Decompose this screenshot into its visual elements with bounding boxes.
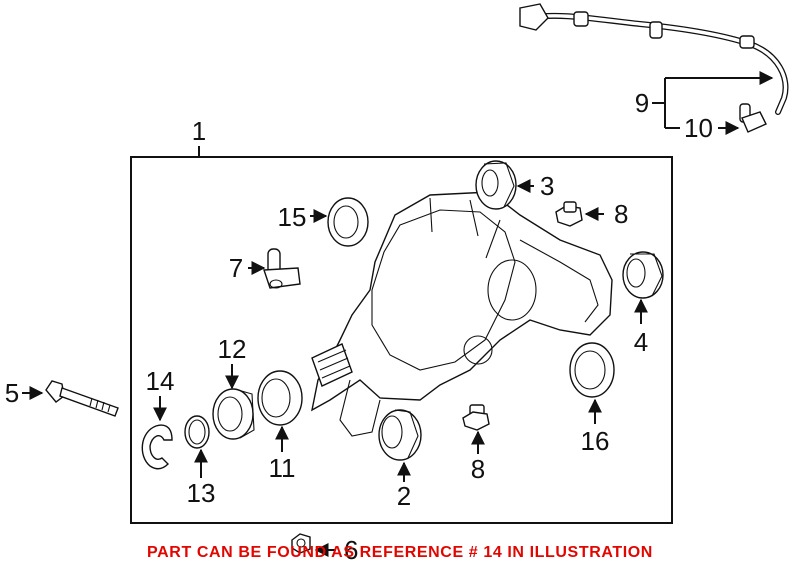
- callout-8-lower: 8: [471, 454, 485, 484]
- callout-3: 3: [540, 171, 554, 201]
- callout-11: 11: [269, 453, 296, 483]
- part-8-plug-upper: [555, 201, 583, 227]
- callout-14: 14: [146, 366, 175, 396]
- part-5-bolt: [45, 380, 119, 417]
- part-9-vent-hose: [519, 3, 789, 115]
- differential-housing: [311, 191, 613, 437]
- part-15-seal: [327, 197, 369, 247]
- part-8-plug-lower: [462, 404, 490, 431]
- reference-note: PART CAN BE FOUND AS REFERENCE # 14 IN I…: [147, 544, 653, 561]
- part-14-snap-ring: [141, 424, 173, 470]
- part-6-nut: [291, 533, 311, 554]
- part-16-seal: [569, 342, 615, 398]
- callout-13: 13: [187, 478, 216, 508]
- callout-4: 4: [634, 327, 648, 357]
- callout-9: 9: [635, 88, 649, 118]
- callout-10: 10: [684, 113, 713, 143]
- callout-8-upper: 8: [614, 199, 628, 229]
- part-12-bearing: [212, 388, 255, 440]
- part-10-connector: [739, 103, 767, 133]
- part-7-vent: [263, 248, 301, 289]
- callout-5: 5: [5, 378, 19, 408]
- part-13-o-ring: [184, 415, 210, 449]
- callout-15: 15: [278, 202, 307, 232]
- callout-1: 1: [192, 116, 206, 146]
- part-4-bushing: [622, 251, 664, 299]
- callout-16: 16: [581, 426, 610, 456]
- part-3-bushing: [475, 160, 517, 210]
- callout-6: 6: [344, 535, 358, 565]
- assembly-frame: [130, 156, 673, 524]
- callout-7: 7: [229, 253, 243, 283]
- part-2-bushing: [378, 409, 422, 461]
- callout-12: 12: [218, 334, 247, 364]
- part-11-seal: [257, 370, 303, 426]
- callout-2: 2: [397, 481, 411, 511]
